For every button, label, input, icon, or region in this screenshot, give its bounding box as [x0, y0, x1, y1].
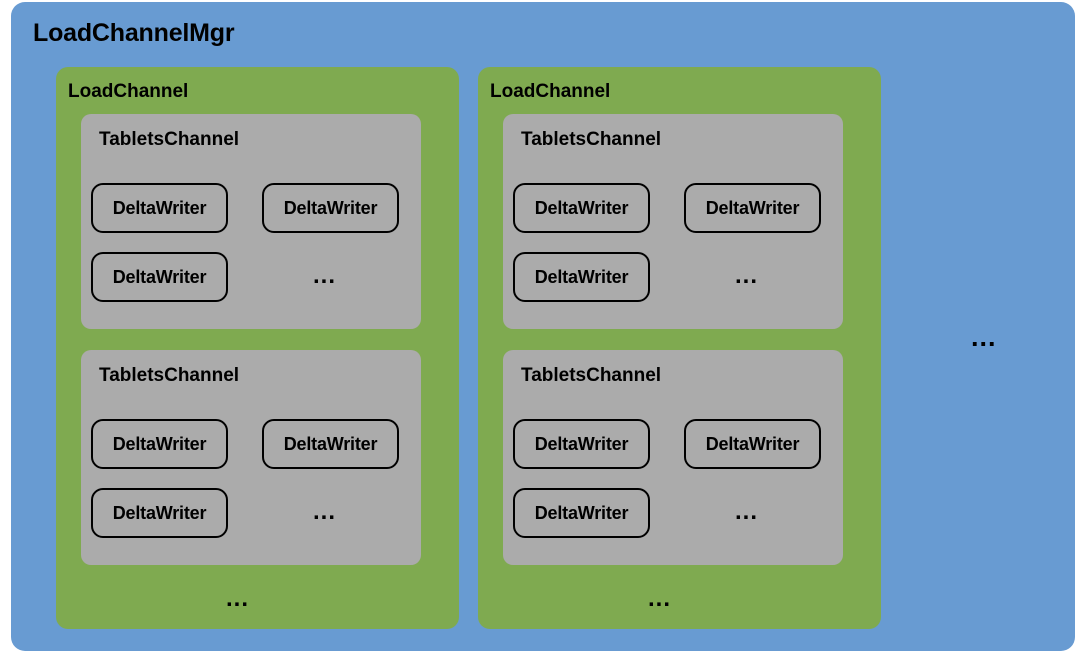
tablets-channel-container-1-1: TabletsChannel DeltaWriter DeltaWriter D… [503, 350, 843, 565]
delta-writer-label: DeltaWriter [534, 266, 629, 287]
delta-writer-node-1-0-1: DeltaWriter [684, 183, 821, 233]
load-channel-container-1: LoadChannel TabletsChannel DeltaWriter D… [478, 67, 881, 629]
delta-writer-label: DeltaWriter [283, 433, 378, 454]
delta-writer-node-0-0-2: DeltaWriter [91, 252, 228, 302]
load-channel-container-0: LoadChannel TabletsChannel DeltaWriter D… [56, 67, 459, 629]
more-load-channels-ellipsis-icon: ... [971, 322, 997, 352]
delta-writer-node-0-1-2: DeltaWriter [91, 488, 228, 538]
tablets-channel-container-0-1: TabletsChannel DeltaWriter DeltaWriter D… [81, 350, 421, 565]
delta-writer-label: DeltaWriter [112, 433, 207, 454]
delta-writer-label: DeltaWriter [283, 197, 378, 218]
delta-writer-node-0-1-0: DeltaWriter [91, 419, 228, 469]
load-channel-mgr-title: LoadChannelMgr [33, 19, 235, 47]
delta-writer-label: DeltaWriter [705, 197, 800, 218]
tablets-channel-container-1-0: TabletsChannel DeltaWriter DeltaWriter D… [503, 114, 843, 329]
tablets-channel-container-0-0: TabletsChannel DeltaWriter DeltaWriter D… [81, 114, 421, 329]
more-delta-writers-ellipsis-icon: ... [735, 498, 759, 525]
tablets-channel-title-1-1: TabletsChannel [521, 365, 662, 386]
more-delta-writers-ellipsis-icon: ... [313, 262, 337, 289]
delta-writer-node-1-1-1: DeltaWriter [684, 419, 821, 469]
more-delta-writers-ellipsis-icon: ... [735, 262, 759, 289]
delta-writer-node-1-0-2: DeltaWriter [513, 252, 650, 302]
delta-writer-node-1-0-0: DeltaWriter [513, 183, 650, 233]
load-channel-mgr-container: LoadChannelMgr LoadChannel TabletsChanne… [11, 2, 1075, 651]
more-tablets-channels-ellipsis-icon: ... [226, 585, 250, 612]
delta-writer-label: DeltaWriter [534, 197, 629, 218]
delta-writer-label: DeltaWriter [705, 433, 800, 454]
load-channel-title-0: LoadChannel [68, 81, 189, 102]
tablets-channel-title-0-1: TabletsChannel [99, 365, 240, 386]
delta-writer-label: DeltaWriter [112, 197, 207, 218]
tablets-channel-title-1-0: TabletsChannel [521, 129, 662, 150]
delta-writer-node-1-1-2: DeltaWriter [513, 488, 650, 538]
delta-writer-label: DeltaWriter [112, 502, 207, 523]
more-tablets-channels-ellipsis-icon: ... [648, 585, 672, 612]
delta-writer-label: DeltaWriter [534, 433, 629, 454]
delta-writer-label: DeltaWriter [112, 266, 207, 287]
load-channel-title-1: LoadChannel [490, 81, 611, 102]
delta-writer-node-0-0-0: DeltaWriter [91, 183, 228, 233]
tablets-channel-title-0-0: TabletsChannel [99, 129, 240, 150]
delta-writer-label: DeltaWriter [534, 502, 629, 523]
more-delta-writers-ellipsis-icon: ... [313, 498, 337, 525]
delta-writer-node-1-1-0: DeltaWriter [513, 419, 650, 469]
delta-writer-node-0-1-1: DeltaWriter [262, 419, 399, 469]
delta-writer-node-0-0-1: DeltaWriter [262, 183, 399, 233]
